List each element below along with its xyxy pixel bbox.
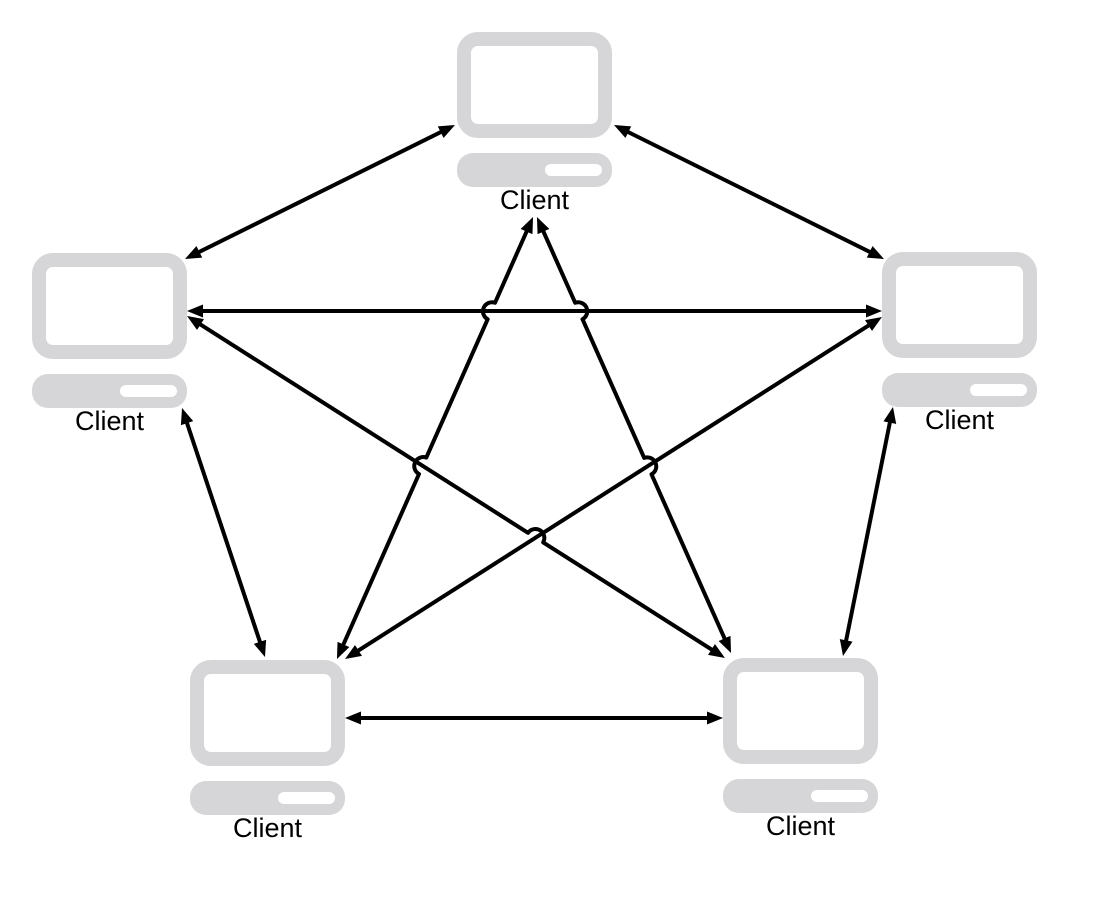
- computer-monitor-icon: [32, 253, 187, 359]
- edge-left-top[interactable]: [185, 125, 455, 259]
- computer-monitor-icon: [882, 252, 1037, 358]
- computer-base-icon: [32, 374, 187, 408]
- computer-base-slot: [278, 792, 335, 804]
- client-node-bottom-left[interactable]: Client: [190, 660, 345, 843]
- computer-base-icon: [190, 781, 345, 815]
- edge-top-bottom-left[interactable]: [336, 217, 534, 659]
- node-label-right: Client: [925, 405, 995, 435]
- computer-base-icon: [457, 153, 612, 187]
- edge-left-bottom-left[interactable]: [180, 408, 267, 657]
- computer-base-slot: [120, 385, 177, 397]
- computer-base-icon: [723, 779, 878, 813]
- client-node-right[interactable]: Client: [882, 252, 1037, 435]
- client-node-bottom-right[interactable]: Client: [723, 658, 878, 841]
- client-node-left[interactable]: Client: [32, 253, 187, 436]
- node-label-bottom-right: Client: [766, 811, 836, 841]
- computer-base-slot: [545, 164, 602, 176]
- computer-base-slot: [811, 790, 868, 802]
- computer-base-slot: [970, 384, 1027, 396]
- computer-monitor-icon: [723, 658, 878, 764]
- edge-top-right[interactable]: [614, 125, 884, 259]
- edge-top-bottom-right[interactable]: [536, 217, 732, 653]
- edge-right-bottom-right[interactable]: [839, 407, 897, 656]
- node-label-bottom-left: Client: [233, 813, 303, 843]
- computer-monitor-icon: [190, 660, 345, 766]
- node-label-left: Client: [75, 406, 145, 436]
- computer-base-icon: [882, 373, 1037, 407]
- edge-left-bottom-right[interactable]: [187, 315, 725, 659]
- computer-monitor-icon: [457, 32, 612, 138]
- edge-right-bottom-left[interactable]: [345, 316, 882, 660]
- client-node-top[interactable]: Client: [457, 32, 612, 215]
- node-label-top: Client: [500, 185, 570, 215]
